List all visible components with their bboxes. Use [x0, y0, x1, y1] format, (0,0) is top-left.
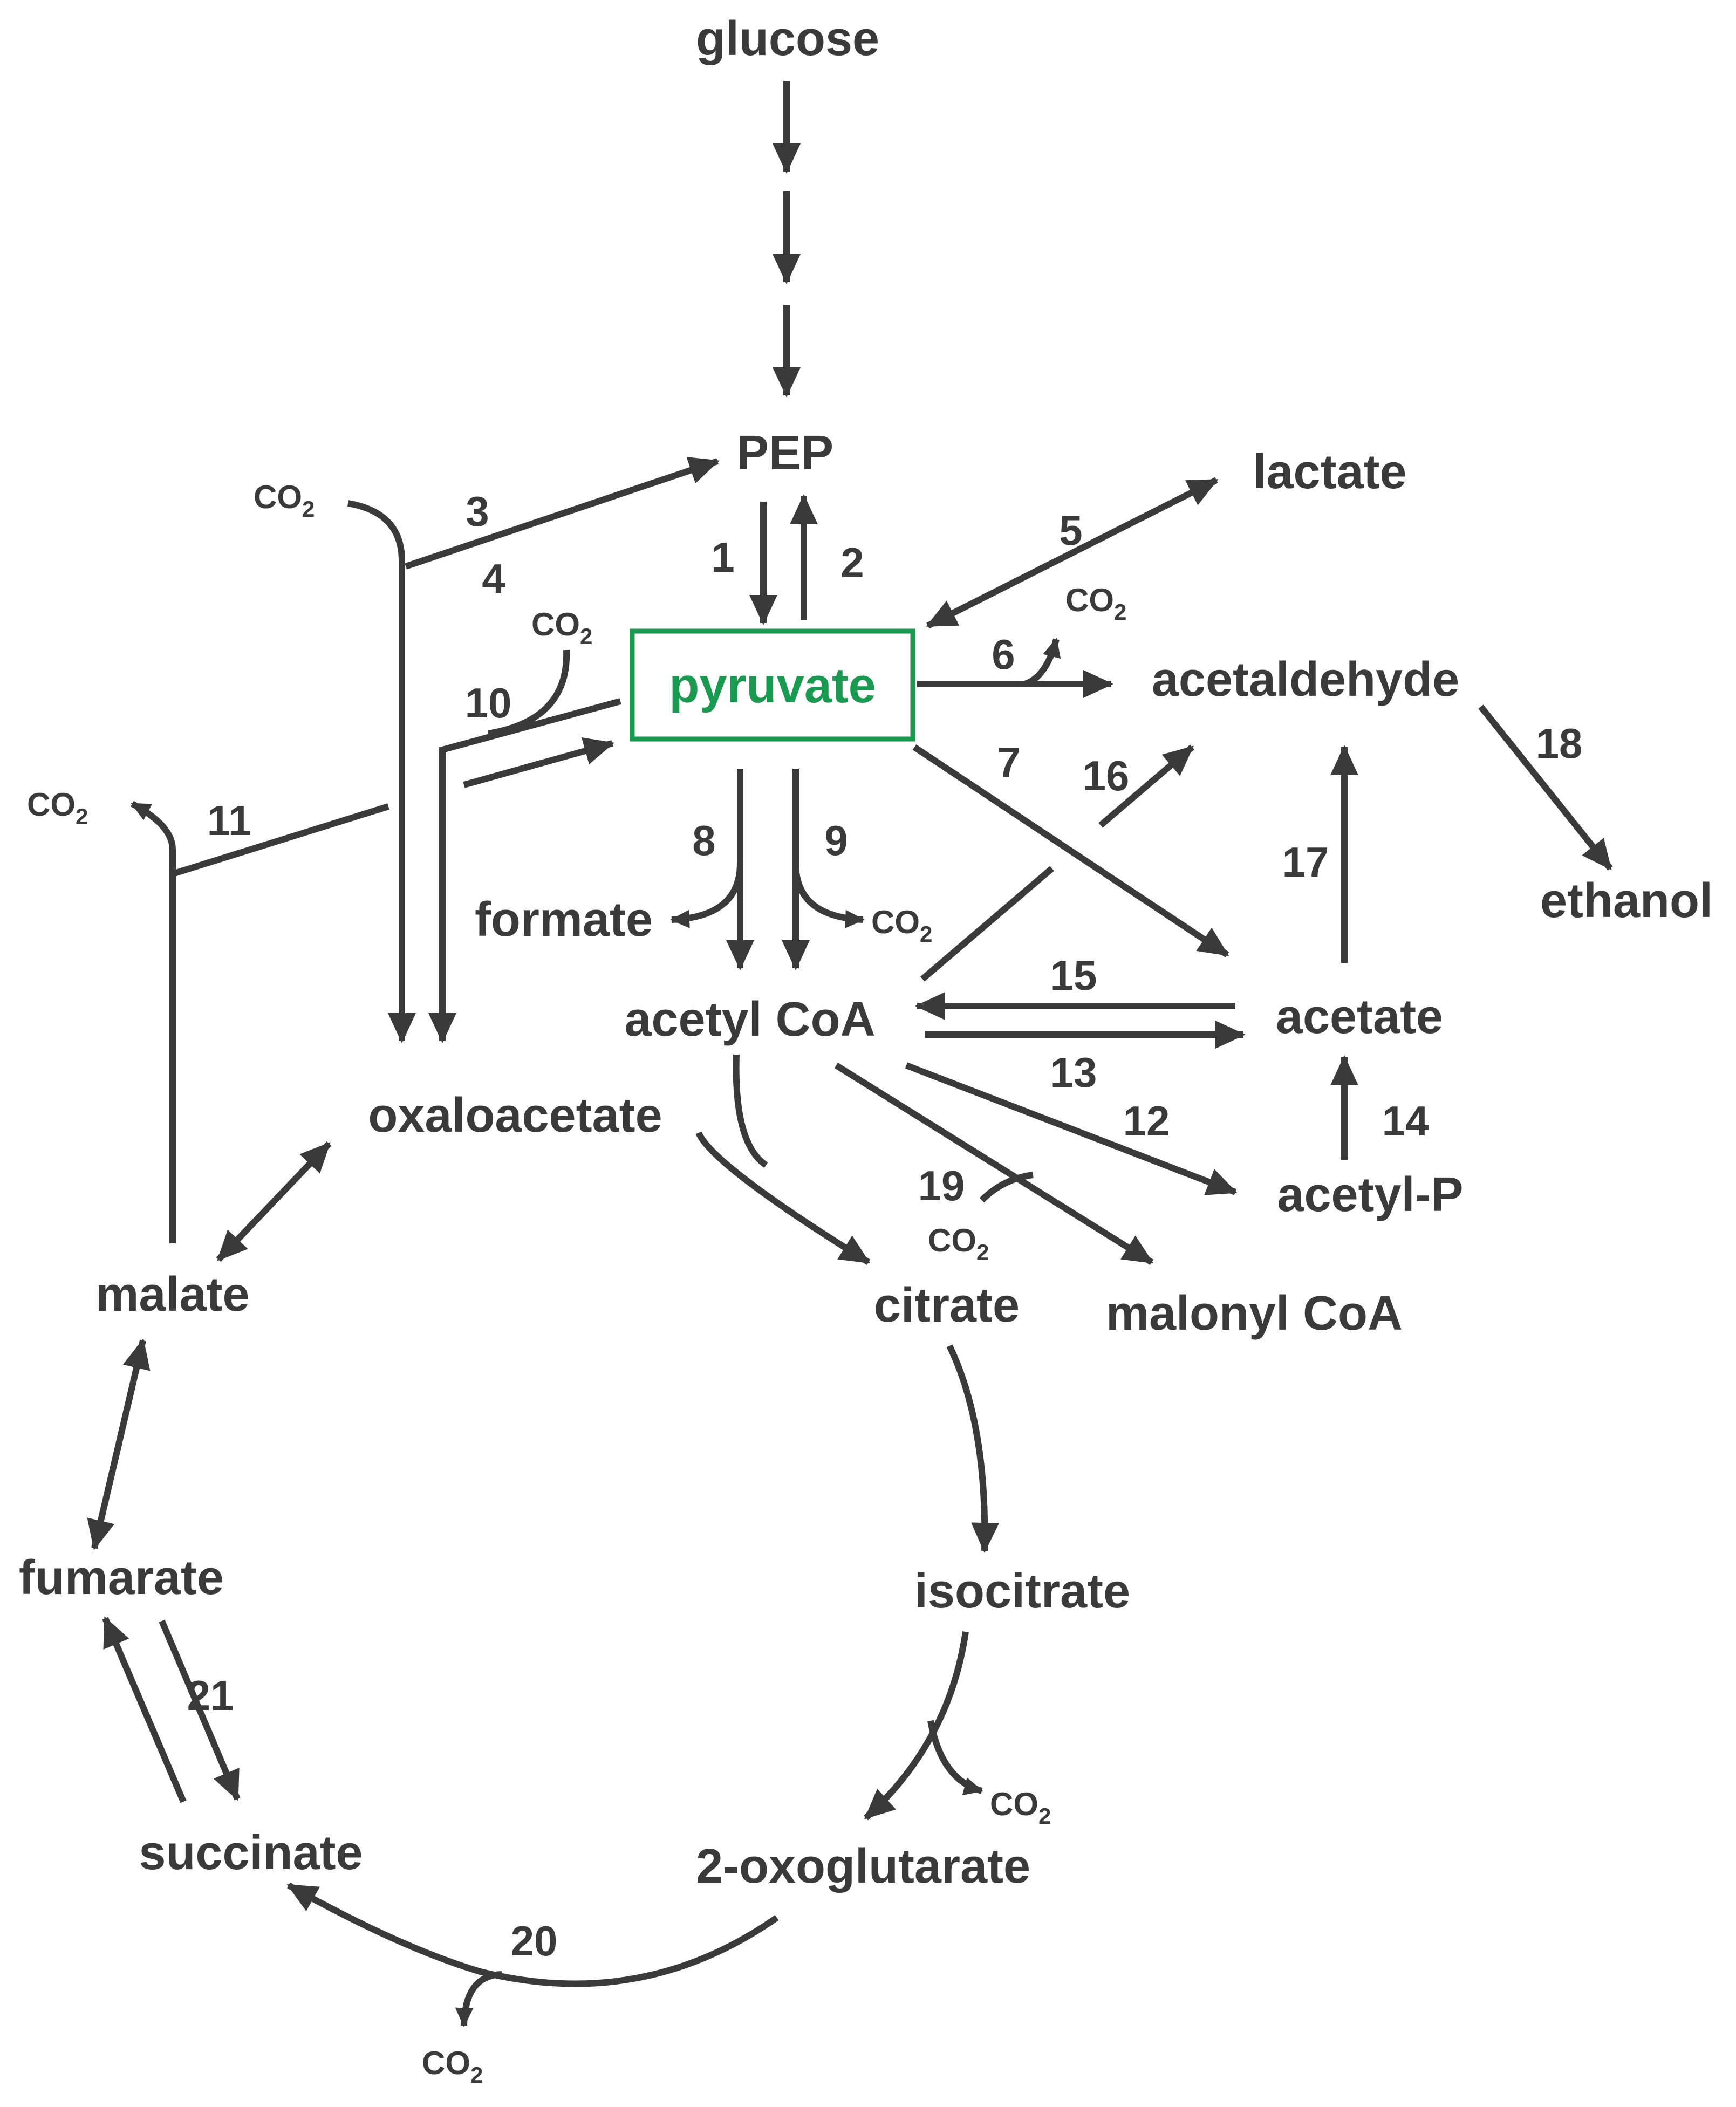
reaction-number-12: 12	[1123, 1097, 1170, 1145]
reaction-number-2: 2	[840, 539, 864, 586]
pathway-arrows	[87, 81, 1613, 2027]
label-acetyl-p: acetyl-P	[1277, 1168, 1463, 1222]
reaction-number-6: 6	[992, 631, 1015, 678]
co2-r11: CO2	[27, 786, 88, 829]
label-acetyl-coa: acetyl CoA	[624, 993, 875, 1046]
label-pyruvate: pyruvate	[669, 658, 876, 713]
arrow-r5	[926, 477, 1219, 629]
arrow-r12	[905, 1062, 1238, 1195]
arrow-r10-rev	[463, 737, 614, 788]
co2-r6: CO2	[1065, 582, 1126, 625]
label-ethanol: ethanol	[1540, 874, 1713, 928]
arrow-citrate-isocitrate	[946, 1344, 1000, 1553]
arrow-r10	[428, 698, 621, 1043]
reaction-number-21: 21	[187, 1672, 234, 1719]
co2-in-r10	[488, 649, 570, 737]
label-citrate: citrate	[874, 1278, 1020, 1332]
co2-r9: CO2	[871, 904, 932, 947]
reaction-number-17: 17	[1282, 838, 1329, 886]
reaction-number-7: 7	[997, 738, 1020, 786]
reaction-number-11: 11	[207, 797, 251, 844]
reaction-number-18: 18	[1536, 720, 1583, 767]
co2-out-r20	[455, 1971, 502, 2027]
line-r16-lower	[920, 866, 1054, 982]
label-glucose: glucose	[696, 12, 879, 66]
arrow-r16	[1098, 744, 1194, 828]
line-acetylcoa-citrate	[733, 1054, 768, 1168]
label-acetaldehyde: acetaldehyde	[1152, 653, 1459, 707]
label-malate: malate	[95, 1268, 249, 1322]
arrow-fumarate-malate	[87, 1338, 151, 1550]
metabolite-labels: glucose PEP pyruvate lactate acetaldehyd…	[19, 12, 1713, 1893]
arrow-r19	[834, 1062, 1154, 1265]
co2-r3: CO2	[254, 479, 315, 522]
label-formate: formate	[475, 893, 653, 947]
reaction-number-15: 15	[1050, 952, 1097, 999]
arrow-r21-rev	[102, 1616, 187, 1803]
arrow-citrate-synthase	[695, 1131, 871, 1265]
co2-out-r6	[1023, 638, 1061, 687]
co2-r10: CO2	[531, 606, 592, 649]
label-acetate: acetate	[1276, 990, 1443, 1044]
label-succinate: succinate	[139, 1826, 363, 1880]
reaction-number-14: 14	[1382, 1097, 1429, 1145]
co2-isocitrate: CO2	[990, 1786, 1051, 1829]
co2-r20: CO2	[422, 2045, 483, 2088]
reaction-number-13: 13	[1050, 1049, 1097, 1096]
line-r11-top	[172, 803, 389, 877]
co2-in-r19	[979, 1172, 1034, 1203]
reaction-number-5: 5	[1059, 507, 1082, 554]
arrow-r21	[159, 1619, 241, 1801]
reaction-number-8: 8	[692, 817, 715, 864]
co2-out-r9	[792, 863, 865, 928]
label-isocitrate: isocitrate	[914, 1564, 1130, 1618]
formate-out-r8	[670, 863, 743, 928]
arrow-malate-oxaloacetate	[216, 1141, 332, 1262]
reaction-numbers: 1 2 3 4 5 6 7 8 9 10 11 12 13 14 15 16 1…	[187, 488, 1583, 1965]
arrow-r4	[347, 500, 416, 1043]
reaction-number-10: 10	[465, 679, 512, 727]
reaction-number-16: 16	[1083, 752, 1130, 799]
reaction-number-9: 9	[824, 817, 848, 864]
arrow-r3	[405, 456, 720, 570]
label-lactate: lactate	[1253, 445, 1406, 499]
co2-out-isocitrate	[927, 1720, 983, 1795]
co2-out-r11	[131, 801, 176, 877]
co2-r19: CO2	[928, 1222, 989, 1265]
arrow-r7	[912, 744, 1229, 957]
co2-labels: CO2 CO2 CO2 CO2 CO2 CO2 CO2 CO2	[27, 479, 1126, 2088]
label-malonyl-coa: malonyl CoA	[1106, 1287, 1403, 1340]
label-2-oxoglutarate: 2-oxoglutarate	[696, 1839, 1030, 1893]
reaction-number-3: 3	[466, 488, 489, 535]
label-pep: PEP	[736, 426, 833, 480]
reaction-number-19: 19	[918, 1162, 965, 1209]
label-oxaloacetate: oxaloacetate	[368, 1089, 662, 1143]
arrow-isocitrate-oxoglutarate	[863, 1631, 969, 1821]
pyruvate-box	[630, 628, 915, 742]
reaction-number-1: 1	[711, 533, 734, 581]
arrow-r18	[1478, 704, 1613, 871]
reaction-number-4: 4	[482, 555, 505, 603]
label-fumarate: fumarate	[19, 1551, 224, 1605]
reaction-number-20: 20	[511, 1917, 558, 1965]
